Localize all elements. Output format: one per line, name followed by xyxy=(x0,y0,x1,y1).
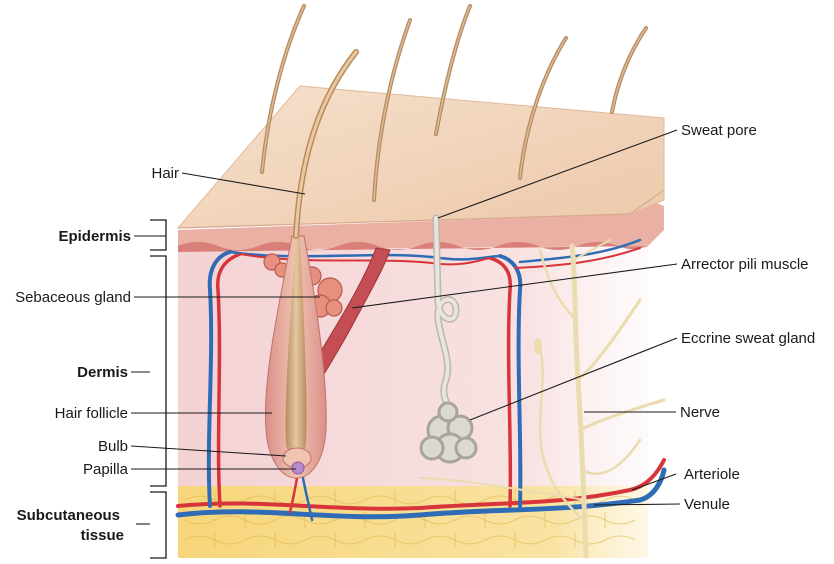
hair-root xyxy=(285,236,307,456)
label-subcutaneous-line2: tissue xyxy=(81,527,124,544)
label-arteriole: Arteriole xyxy=(684,466,740,483)
sweat-gland-coil xyxy=(419,401,478,464)
label-venule: Venule xyxy=(684,496,730,513)
label-epidermis: Epidermis xyxy=(58,228,131,245)
skin-block xyxy=(176,85,665,558)
layer-brackets xyxy=(150,219,167,559)
label-sweat-pore: Sweat pore xyxy=(681,122,757,139)
label-nerve: Nerve xyxy=(680,404,720,421)
surface-edge xyxy=(177,189,665,229)
artery-loop-left xyxy=(215,252,242,508)
labels: Hair Epidermis Sebaceous gland Dermis Ha… xyxy=(15,122,815,544)
label-dermis: Dermis xyxy=(77,364,128,381)
eccrine-sweat-gland xyxy=(419,214,478,464)
label-subcutaneous-line1: Subcutaneous xyxy=(17,507,120,524)
arteriole-plexus xyxy=(176,458,666,511)
label-hair: Hair xyxy=(151,165,179,182)
nerve xyxy=(419,239,666,559)
hair-shafts xyxy=(260,4,648,239)
label-papilla: Papilla xyxy=(83,461,129,478)
artery-loop-mid xyxy=(488,256,513,508)
dermal-papilla xyxy=(291,461,305,475)
label-sebaceous-gland: Sebaceous gland xyxy=(15,289,131,306)
venule-plexus xyxy=(175,467,667,520)
label-bulb: Bulb xyxy=(98,438,128,455)
vein-loop-mid xyxy=(498,254,523,508)
skin-surface xyxy=(176,85,665,229)
bracket-dermis xyxy=(150,255,167,487)
dermis-layer xyxy=(178,246,648,486)
bracket-subcutaneous xyxy=(150,491,167,559)
leader-lines xyxy=(130,129,681,525)
label-arrector-pili-muscle: Arrector pili muscle xyxy=(681,256,809,273)
vein-loop-left xyxy=(206,250,232,508)
bracket-epidermis xyxy=(150,219,167,251)
label-hair-follicle: Hair follicle xyxy=(55,405,128,422)
label-eccrine-sweat-gland: Eccrine sweat gland xyxy=(681,330,815,347)
